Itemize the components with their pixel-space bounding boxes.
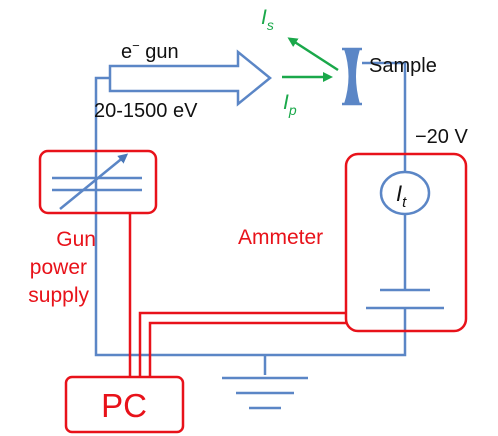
ammeter-current-label: It xyxy=(396,181,407,211)
primary-current-label: Ip xyxy=(283,91,297,118)
variable-capacitor-symbol xyxy=(52,153,142,210)
ground-symbol xyxy=(222,376,308,410)
sample xyxy=(342,47,362,106)
electron-gun-arrow xyxy=(108,49,272,107)
pc-label: PC xyxy=(101,387,147,424)
gun-power-supply-label-line1: Gun xyxy=(56,228,96,251)
electron-gun-label: e− gun xyxy=(121,38,179,63)
current-meter-circle xyxy=(379,170,431,216)
ammeter-box xyxy=(344,152,468,333)
wire-gun-to-supply xyxy=(94,76,407,357)
ammeter-battery-symbol xyxy=(366,288,444,310)
wire-sample-to-ammeter xyxy=(362,61,407,172)
gun-power-supply-box xyxy=(38,149,158,215)
wiring xyxy=(94,61,407,375)
gun-power-supply-label-line3: supply xyxy=(28,284,89,307)
sample-label: Sample xyxy=(369,55,437,77)
pc-signal-wires xyxy=(128,213,346,377)
bias-voltage-label: −20 V xyxy=(415,126,468,148)
ammeter-label: Ammeter xyxy=(238,226,323,249)
gun-power-supply-label-line2: power xyxy=(30,256,87,279)
secondary-beam-arrow xyxy=(287,37,339,72)
energy-range-label: 20-1500 eV xyxy=(94,100,198,122)
pc-box xyxy=(64,375,185,434)
secondary-current-label: Is xyxy=(261,6,274,33)
